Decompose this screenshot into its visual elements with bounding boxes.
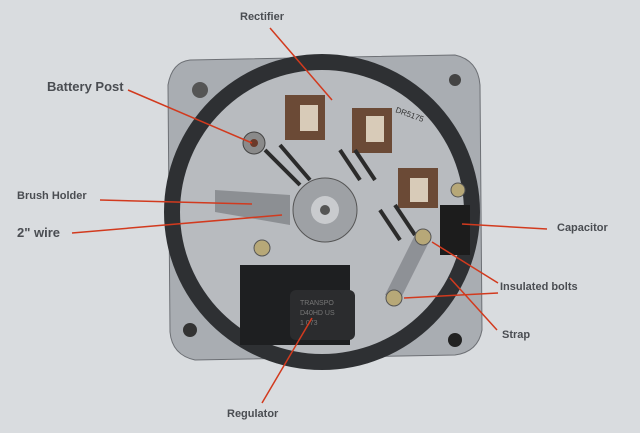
- leader-wire: [71, 214, 283, 234]
- rectifier-diodes: [285, 95, 438, 208]
- label-battery-post: Battery Post: [47, 79, 124, 94]
- mount-hole: [448, 333, 462, 347]
- leader-rectifier: [269, 27, 333, 101]
- label-insulated-bolts: Insulated bolts: [500, 281, 578, 293]
- mount-hole: [449, 74, 461, 86]
- capacitor: [440, 205, 470, 255]
- regulator-marking: TRANSPO: [300, 300, 334, 307]
- label-wire: 2" wire: [17, 225, 61, 240]
- leader-lines: [71, 27, 548, 404]
- mount-hole: [192, 82, 208, 98]
- leader-insulated-bolt-2: [403, 292, 499, 299]
- bolt: [385, 289, 403, 307]
- leader-capacitor: [461, 223, 548, 230]
- bolt: [450, 182, 466, 198]
- bolt: [253, 239, 271, 257]
- bolt: [414, 228, 432, 246]
- leader-brush-holder: [99, 199, 253, 205]
- label-capacitor: Capacitor: [557, 222, 608, 234]
- regulator-marking: D40HD US: [300, 310, 335, 317]
- heatsink-fins: [263, 143, 417, 242]
- strap: [385, 235, 430, 300]
- leader-battery-post: [127, 89, 253, 144]
- leader-insulated-bolt-1: [431, 241, 499, 284]
- mount-hole: [183, 323, 197, 337]
- label-regulator: Regulator: [227, 408, 279, 420]
- label-rectifier: Rectifier: [240, 11, 285, 23]
- label-brush-holder: Brush Holder: [17, 190, 87, 202]
- leader-strap: [449, 277, 498, 331]
- leader-regulator: [261, 317, 313, 404]
- label-strap: Strap: [502, 329, 531, 341]
